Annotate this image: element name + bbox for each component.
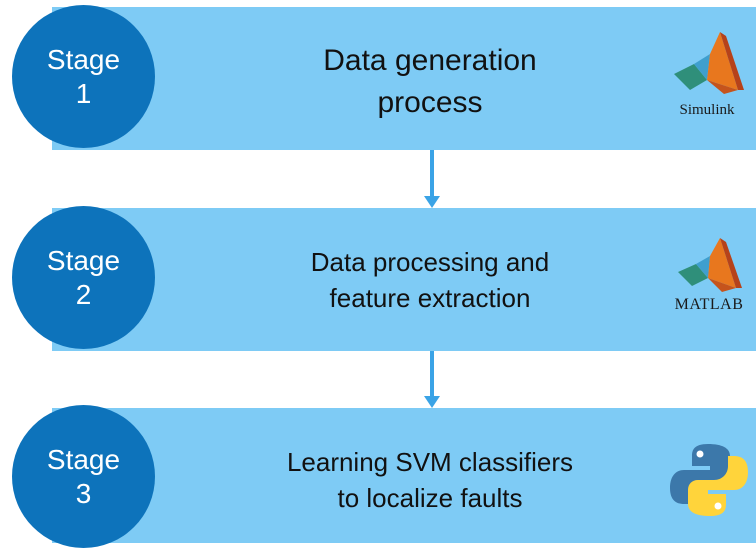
stage-3-badge: Stage 3 [12, 405, 155, 548]
stage-1-band [52, 7, 756, 150]
stage-2-number: 2 [75, 278, 92, 310]
stage-2-label: Stage [46, 244, 121, 276]
matlab-logo-icon: MATLAB [666, 236, 752, 326]
stage-3-label: Stage [46, 443, 121, 475]
stage-3-number: 3 [75, 477, 92, 509]
stage-3-description: Learning SVM classifiers to localize fau… [240, 444, 620, 516]
stage-1-number: 1 [75, 77, 92, 109]
stage-2-description: Data processing and feature extraction [240, 244, 620, 316]
stage-3-desc-line2: to localize faults [337, 483, 523, 513]
matlab-logo-text: MATLAB [674, 296, 744, 313]
stage-1-desc-line1: Data generation [323, 44, 537, 77]
simulink-logo-icon: Simulink [664, 28, 750, 124]
python-logo-icon [666, 438, 752, 522]
stage-1-badge: Stage 1 [12, 5, 155, 148]
stage-1-desc-line2: process [377, 86, 483, 119]
stage-2-desc-line1: Data processing and [310, 247, 550, 277]
arrow-stage-1-to-2 [424, 150, 440, 208]
stage-1-label: Stage [46, 43, 121, 75]
stage-2-badge: Stage 2 [12, 206, 155, 349]
stage-2-band [52, 208, 756, 351]
stage-3-band [52, 408, 756, 543]
stage-2-desc-line2: feature extraction [329, 283, 531, 313]
arrow-stage-2-to-3 [424, 351, 440, 408]
simulink-logo-text: Simulink [679, 102, 735, 118]
stage-3-desc-line1: Learning SVM classifiers [286, 447, 574, 477]
stage-1-description: Data generation process [240, 40, 620, 124]
